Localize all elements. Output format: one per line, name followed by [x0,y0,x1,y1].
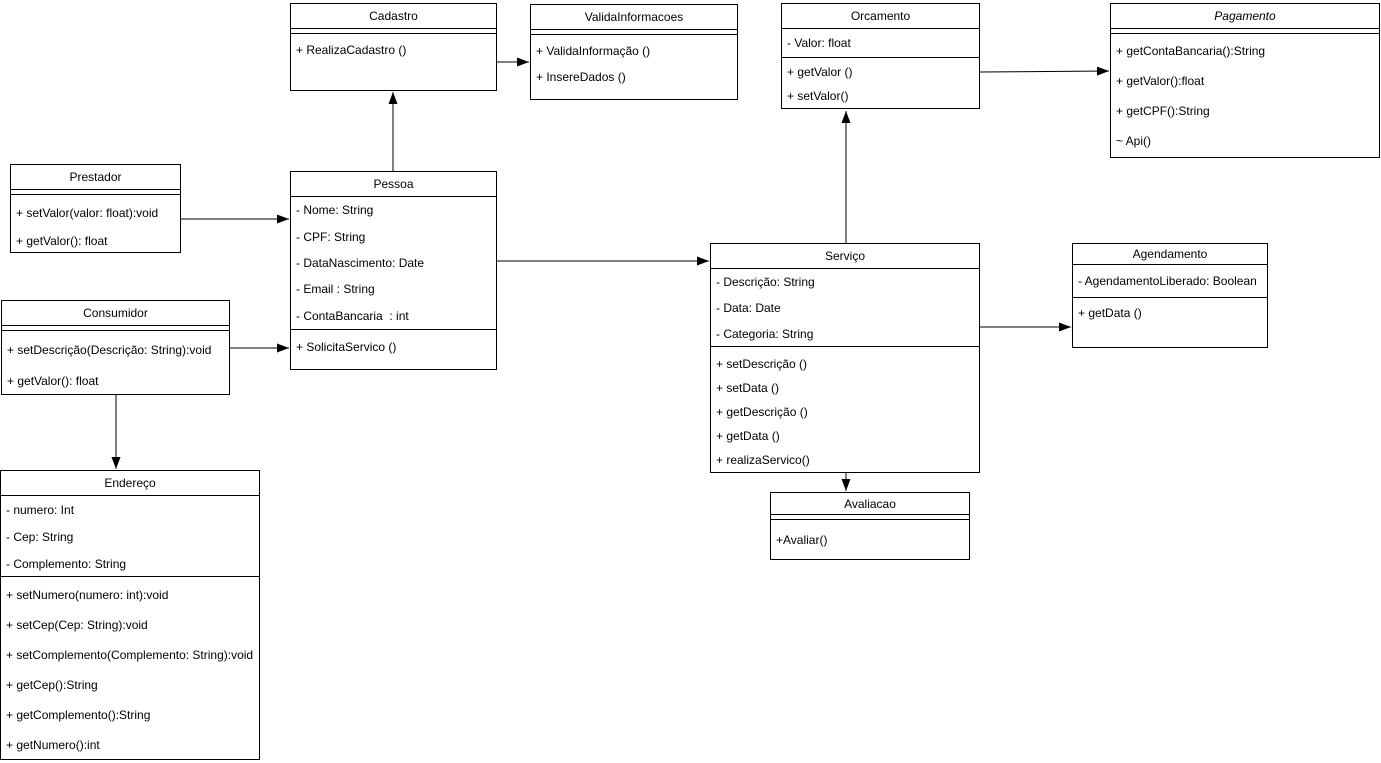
method-row: + getData () [716,429,780,443]
method-row: + getDescrição () [716,405,808,419]
methods-compartment: + setDescrição () + setData () + getDesc… [711,347,979,472]
class-title: Prestador [11,165,180,190]
method-row: + ValidaInformação () [536,44,651,58]
attribute-row: - Data: Date [716,301,781,315]
attribute-row: - numero: Int [6,502,75,517]
empty-attributes-compartment [291,29,496,34]
method-row: + setNumero(numero: int):void [6,588,169,602]
method-row: + setCep(Cep: String):void [6,618,148,632]
class-title: Serviço [711,244,979,269]
method-row: + getCep():String [6,678,98,692]
method-row: + getNumero():int [6,738,100,752]
class-title: Avaliacao [771,493,969,515]
class-prestador[interactable]: Prestador + setValor(valor: float):void … [10,164,181,253]
attribute-row: - DataNascimento: Date [296,255,425,270]
method-row: + getCPF():String [1116,104,1210,118]
class-servico[interactable]: Serviço - Descrição: String - Data: Date… [710,243,980,473]
method-row: + setValor(valor: float):void [16,206,159,220]
class-avaliacao[interactable]: Avaliacao +Avaliar() [770,492,970,560]
method-row: + getValor(): float [16,234,108,248]
attribute-row: - Complemento: String [6,556,127,571]
class-title: Orcamento [782,4,979,29]
methods-compartment: +Avaliar() [771,520,969,553]
method-row: ~ Api() [1116,134,1152,148]
method-row: + getContaBancaria():String [1116,44,1266,58]
method-row: + InsereDados () [536,70,626,84]
attribute-row: - Cep: String [6,529,74,544]
empty-attributes-compartment [1111,29,1379,34]
method-row: + RealizaCadastro () [296,43,407,57]
class-title: Endereço [1,471,259,496]
methods-compartment: + SolicitaServico () [291,330,496,360]
attribute-row: - AgendamentoLiberado: Boolean [1078,274,1257,288]
empty-attributes-compartment [11,190,180,195]
class-title: Pagamento [1111,4,1379,29]
attribute-row: - ContaBancaria : int [296,308,409,323]
method-row: + setDescrição(Descrição: String):void [7,342,212,357]
method-row: + getValor():float [1116,74,1205,88]
class-title: Agendamento [1073,244,1267,265]
method-row: + getValor () [787,65,853,79]
class-endereco[interactable]: Endereço - numero: Int - Cep: String - C… [0,470,260,760]
method-row: + getValor(): float [7,373,99,388]
methods-compartment: + setDescrição(Descrição: String):void +… [2,331,229,396]
class-validainformacoes[interactable]: ValidaInformacoes + ValidaInformação () … [530,4,738,100]
edge-orcamento-to-pagamento[interactable] [979,66,1110,76]
attributes-compartment: - Descrição: String - Data: Date - Categ… [711,269,979,347]
class-title: Cadastro [291,4,496,29]
attribute-row: - Nome: String [296,203,374,218]
attribute-row: - Categoria: String [716,327,814,341]
class-orcamento[interactable]: Orcamento - Valor: float + getValor () +… [781,3,980,109]
attributes-compartment: - Valor: float [782,29,979,58]
method-row: + setValor() [787,89,849,103]
attributes-compartment: - Nome: String - CPF: String - DataNasci… [291,197,496,330]
attribute-row: - Valor: float [787,36,851,50]
empty-attributes-compartment [771,515,969,520]
method-row: +Avaliar() [776,533,828,547]
attribute-row: - Email : String [296,282,375,297]
class-agendamento[interactable]: Agendamento - AgendamentoLiberado: Boole… [1072,243,1268,348]
class-pessoa[interactable]: Pessoa - Nome: String - CPF: String - Da… [290,171,497,370]
methods-compartment: + ValidaInformação () + InsereDados () [531,35,737,90]
class-cadastro[interactable]: Cadastro + RealizaCadastro () [290,3,497,91]
class-title: Pessoa [291,172,496,197]
attributes-compartment: - numero: Int - Cep: String - Complement… [1,496,259,577]
method-row: + realizaServico() [716,453,810,467]
methods-compartment: + RealizaCadastro () [291,34,496,63]
methods-compartment: + getContaBancaria():String + getValor()… [1111,34,1379,156]
attributes-compartment: - AgendamentoLiberado: Boolean [1073,265,1267,298]
empty-attributes-compartment [531,30,737,35]
method-row: + SolicitaServico () [296,340,397,354]
class-title: ValidaInformacoes [531,5,737,30]
empty-attributes-compartment [2,326,229,331]
class-pagamento[interactable]: Pagamento + getContaBancaria():String + … [1110,3,1380,158]
methods-compartment: + setValor(valor: float):void + getValor… [11,195,180,255]
methods-compartment: + getData () [1073,298,1267,326]
methods-compartment: + getValor () + setValor() [782,58,979,108]
class-title: Consumidor [2,301,229,326]
methods-compartment: + setNumero(numero: int):void + setCep(C… [1,577,259,760]
method-row: + getComplemento():String [6,708,151,722]
method-row: + setDescrição () [716,357,808,371]
method-row: + setData () [716,381,780,395]
attribute-row: - CPF: String [296,229,366,244]
class-consumidor[interactable]: Consumidor + setDescrição(Descrição: Str… [1,300,230,395]
method-row: + getData () [1078,306,1142,320]
method-row: + setComplemento(Complemento: String):vo… [6,648,254,662]
attribute-row: - Descrição: String [716,275,815,289]
